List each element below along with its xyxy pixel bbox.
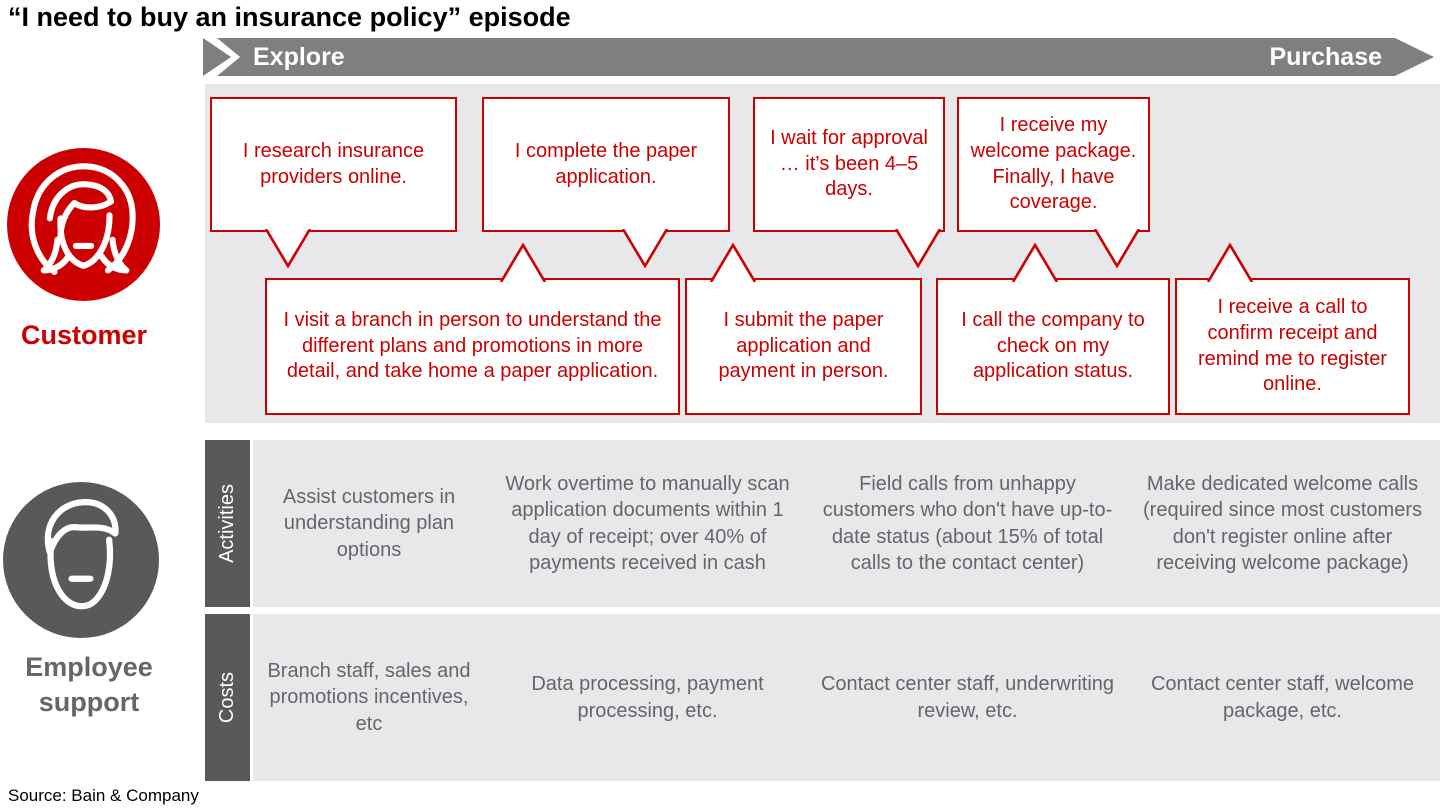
speech-bubble-complete-application: I complete the paper application. [482, 97, 730, 232]
page-title: “I need to buy an insurance policy” epis… [8, 2, 571, 32]
employee-support-label: Employee support [25, 652, 153, 718]
bubble-tail-up-icon [1206, 242, 1254, 282]
activities-cell-application: Work overtime to manually scan applicati… [505, 472, 790, 574]
bubble-tail-up-icon [499, 242, 547, 282]
costs-cell-branch: Branch staff, sales and promotions incen… [267, 659, 471, 735]
activities-row: Assist customers in understanding plan o… [253, 440, 1440, 607]
costs-cell-processing: Data processing, payment processing, etc… [531, 673, 764, 722]
source-note: Source: Bain & Company [8, 786, 199, 805]
bubble-tail-down-icon [621, 229, 669, 269]
bubble-tail-up-icon [709, 242, 757, 282]
costs-row-tab: Costs [205, 614, 250, 781]
bubble-tail-down-icon [894, 229, 942, 269]
activities-row-tab: Activities [205, 440, 250, 607]
customer-label: Customer [20, 320, 148, 350]
bubble-text: I wait for approval … it’s been 4–5 days… [770, 127, 928, 201]
bubble-text: I submit the paper application and payme… [718, 309, 889, 383]
speech-bubble-call-company: I call the company to check on my applic… [936, 278, 1170, 415]
journey-arrow-banner: Explore Purchase [217, 38, 1434, 76]
activities-row-label: Activities [216, 484, 238, 563]
bubble-text: I visit a branch in person to understand… [283, 309, 662, 383]
speech-bubble-wait-approval: I wait for approval … it’s been 4–5 days… [753, 97, 945, 232]
bubble-text: I call the company to check on my applic… [961, 309, 1145, 383]
bubble-text: I receive my welcome package. Finally, I… [970, 114, 1137, 214]
stage-label-purchase: Purchase [1269, 42, 1382, 71]
speech-bubble-research-online: I research insurance providers online. [210, 97, 457, 232]
bubble-text: I complete the paper application. [514, 139, 698, 188]
stage-label-explore: Explore [253, 42, 345, 71]
speech-bubble-submit-application: I submit the paper application and payme… [685, 278, 922, 415]
bubble-tail-down-icon [1093, 229, 1141, 269]
speech-bubble-visit-branch: I visit a branch in person to understand… [265, 278, 680, 415]
bubble-text: I research insurance providers online. [242, 139, 425, 188]
speech-bubble-receive-call: I receive a call to confirm receipt and … [1175, 278, 1410, 415]
activities-cell-welcome-calls: Make dedicated welcome calls (required s… [1143, 472, 1422, 574]
bubble-text: I receive a call to confirm receipt and … [1198, 296, 1387, 396]
bubble-tail-down-icon [264, 229, 312, 269]
costs-cell-underwriting: Contact center staff, underwriting revie… [820, 673, 1115, 722]
bubble-tail-up-icon [1011, 242, 1059, 282]
customer-woman-face-icon [7, 148, 160, 301]
activities-cell-status-calls: Field calls from unhappy customers who d… [822, 472, 1113, 574]
costs-row: Branch staff, sales and promotions incen… [253, 614, 1440, 781]
activities-cell-explore: Assist customers in understanding plan o… [282, 485, 456, 561]
employee-man-face-icon [3, 482, 159, 638]
costs-cell-welcome: Contact center staff, welcome package, e… [1150, 673, 1415, 722]
costs-row-label: Costs [216, 671, 238, 724]
speech-bubble-welcome-package: I receive my welcome package. Finally, I… [957, 97, 1150, 232]
